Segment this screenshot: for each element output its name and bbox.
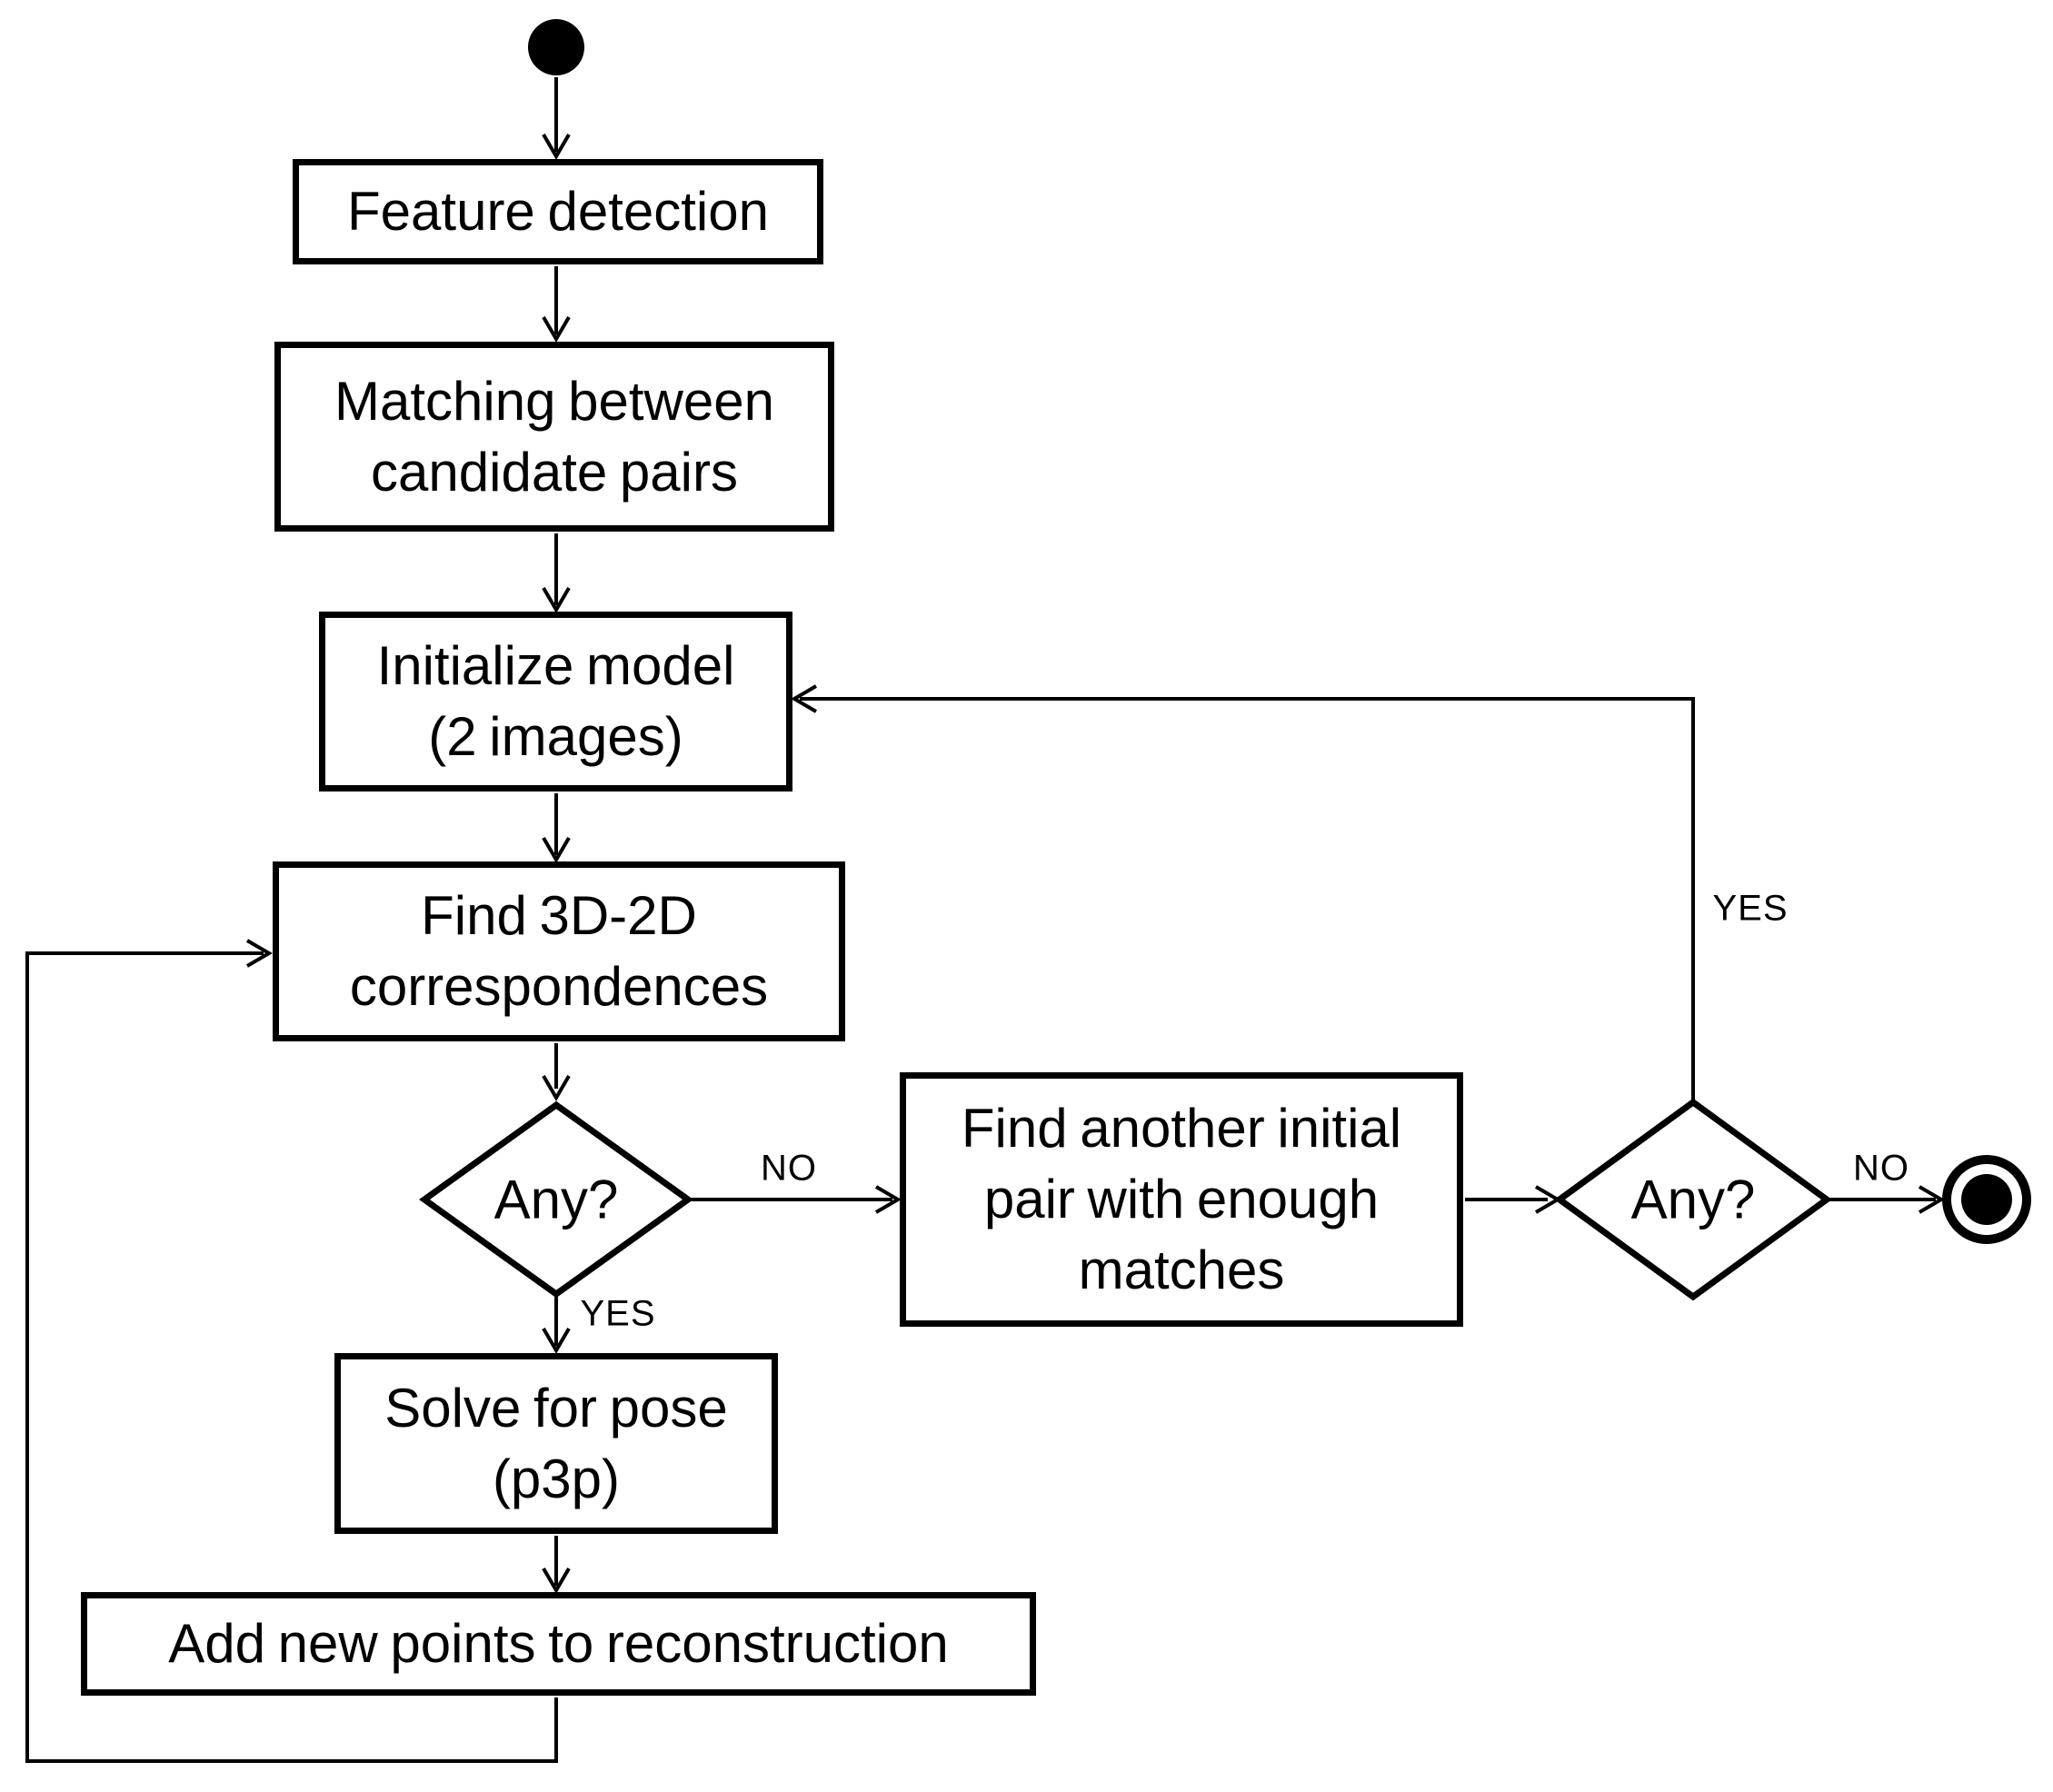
start-node-circle xyxy=(528,19,584,75)
node-initialize-model: Initialize model (2 images) xyxy=(319,612,792,791)
edge-label-decision2-no: NO xyxy=(1853,1148,1909,1189)
arrowhead-yes-into-initialize xyxy=(791,684,818,713)
arrowhead-into-matching xyxy=(542,315,571,343)
add-points-label: Add new points to reconstruction xyxy=(168,1613,949,1674)
arrowhead-into-decision2 xyxy=(1534,1185,1561,1214)
edge-label-decision1-yes: YES xyxy=(580,1293,656,1334)
arrowhead-into-solve xyxy=(542,1327,571,1354)
arrowhead-into-initialize xyxy=(542,586,571,613)
end-node-outer-ring xyxy=(1942,1155,2031,1244)
node-solve-pose: Solve for pose (p3p) xyxy=(334,1353,778,1534)
node-find-correspondences: Find 3D-2D correspondences xyxy=(273,861,845,1041)
edge-label-decision1-no: NO xyxy=(761,1148,817,1189)
solve-pose-label: Solve for pose (p3p) xyxy=(384,1377,728,1509)
arrowhead-into-end xyxy=(1918,1185,1945,1214)
node-find-another-pair: Find another initial pair with enough ma… xyxy=(900,1072,1463,1327)
find-correspondences-label: Find 3D-2D correspondences xyxy=(349,885,769,1017)
find-another-pair-label: Find another initial pair with enough ma… xyxy=(961,1098,1402,1300)
decision1-label: Any? xyxy=(493,1169,619,1230)
edge-decision2-yes xyxy=(800,697,1695,1100)
arrowhead-loop-into-correspondences xyxy=(245,939,273,968)
end-node-inner-circle xyxy=(1961,1174,2012,1225)
arrowhead-into-decision1 xyxy=(542,1074,571,1101)
matching-label: Matching between candidate pairs xyxy=(334,370,774,503)
arrowhead-into-correspondences xyxy=(542,836,571,863)
decision2-label: Any? xyxy=(1630,1169,1756,1230)
node-add-points: Add new points to reconstruction xyxy=(81,1592,1036,1696)
feature-detection-label: Feature detection xyxy=(347,181,769,242)
edge-label-decision2-yes: YES xyxy=(1712,888,1789,929)
arrowhead-into-find-another xyxy=(874,1185,902,1214)
arrowhead-into-add xyxy=(542,1567,571,1594)
node-matching: Matching between candidate pairs xyxy=(274,342,834,532)
node-feature-detection: Feature detection xyxy=(293,159,823,264)
initialize-model-label: Initialize model (2 images) xyxy=(376,635,735,767)
arrowhead-into-feature xyxy=(542,133,571,160)
